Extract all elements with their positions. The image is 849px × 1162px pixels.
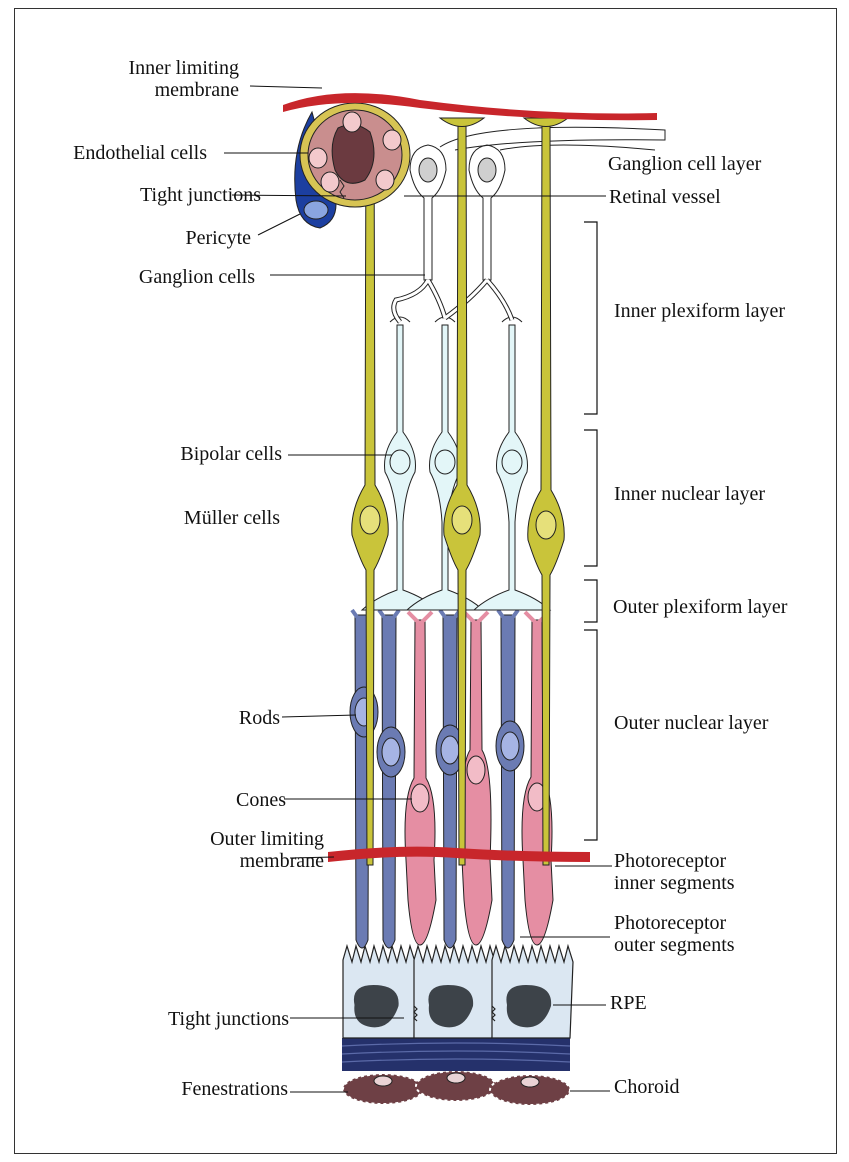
- label-bipolar-cells: Bipolar cells: [180, 443, 282, 465]
- bipolar-nucleus: [390, 450, 410, 474]
- rod-nucleus: [501, 732, 519, 760]
- label-ganglion-cells: Ganglion cells: [139, 266, 255, 288]
- endothelial-nucleus: [321, 172, 339, 192]
- label-fenestrations: Fenestrations: [181, 1078, 288, 1100]
- choroid-cell-nucleus: [374, 1076, 392, 1086]
- photoreceptors: [350, 610, 553, 948]
- label-inner-plexiform-layer: Inner plexiform layer: [614, 300, 785, 322]
- endothelial-nucleus: [343, 112, 361, 132]
- ganglion-dendrites: [394, 280, 512, 322]
- ganglion-nucleus: [478, 158, 496, 182]
- bipolar-nucleus: [435, 450, 455, 474]
- label-tight-junctions-top: Tight junctions: [140, 184, 261, 206]
- endothelial-nucleus: [376, 170, 394, 190]
- choroid-cells: [343, 1071, 570, 1105]
- rod-cell: [443, 615, 457, 948]
- layer-brackets: [584, 222, 597, 840]
- rod-cell: [382, 615, 396, 948]
- rpe-cells: [343, 946, 573, 1038]
- retinal-vessel: [295, 103, 410, 228]
- layer-bracket: [584, 630, 597, 840]
- bipolar-nucleus: [502, 450, 522, 474]
- cone-nucleus: [411, 784, 429, 812]
- rod-cell: [501, 615, 515, 948]
- muller-nucleus: [452, 506, 472, 534]
- endothelial-nucleus: [309, 148, 327, 168]
- rod-nucleus: [441, 736, 459, 764]
- muller-nucleus: [536, 511, 556, 539]
- layer-bracket: [584, 222, 597, 414]
- label-rods: Rods: [239, 707, 280, 729]
- label-choroid: Choroid: [614, 1076, 680, 1098]
- label-pericyte: Pericyte: [185, 227, 251, 249]
- bruchs-membrane: [342, 1038, 570, 1071]
- ganglion-nucleus: [419, 158, 437, 182]
- cone-cell: [405, 620, 436, 945]
- choroid-cell-nucleus: [521, 1077, 539, 1087]
- leader-line: [282, 715, 356, 717]
- label-endothelial-cells: Endothelial cells: [73, 142, 207, 164]
- cone-pedicle: [464, 612, 488, 624]
- muller-endfoot: [440, 118, 484, 127]
- label-cones: Cones: [236, 789, 286, 811]
- leader-line: [258, 214, 300, 235]
- cone-pedicle: [408, 612, 432, 624]
- choroid-cell-nucleus: [447, 1073, 465, 1083]
- ganglion-axons: [440, 127, 665, 150]
- label-outer-nuclear-layer: Outer nuclear layer: [614, 712, 768, 734]
- muller-endfoot: [524, 118, 568, 127]
- label-muller-cells: Müller cells: [184, 507, 280, 529]
- label-retinal-vessel: Retinal vessel: [609, 186, 721, 208]
- endothelial-nucleus: [383, 130, 401, 150]
- leader-line: [250, 86, 322, 88]
- label-inner-nuclear-layer: Inner nuclear layer: [614, 483, 765, 505]
- label-rpe: RPE: [610, 992, 647, 1014]
- muller-nucleus: [360, 506, 380, 534]
- rod-nucleus: [382, 738, 400, 766]
- layer-bracket: [584, 580, 597, 622]
- layer-bracket: [584, 430, 597, 566]
- label-ganglion-cell-layer: Ganglion cell layer: [608, 153, 761, 175]
- pericyte-nucleus: [304, 201, 328, 219]
- label-outer-plexiform-layer: Outer plexiform layer: [613, 596, 787, 618]
- vessel-lumen: [332, 125, 374, 184]
- label-tight-junctions-bottom: Tight junctions: [168, 1008, 289, 1030]
- cone-nucleus: [467, 756, 485, 784]
